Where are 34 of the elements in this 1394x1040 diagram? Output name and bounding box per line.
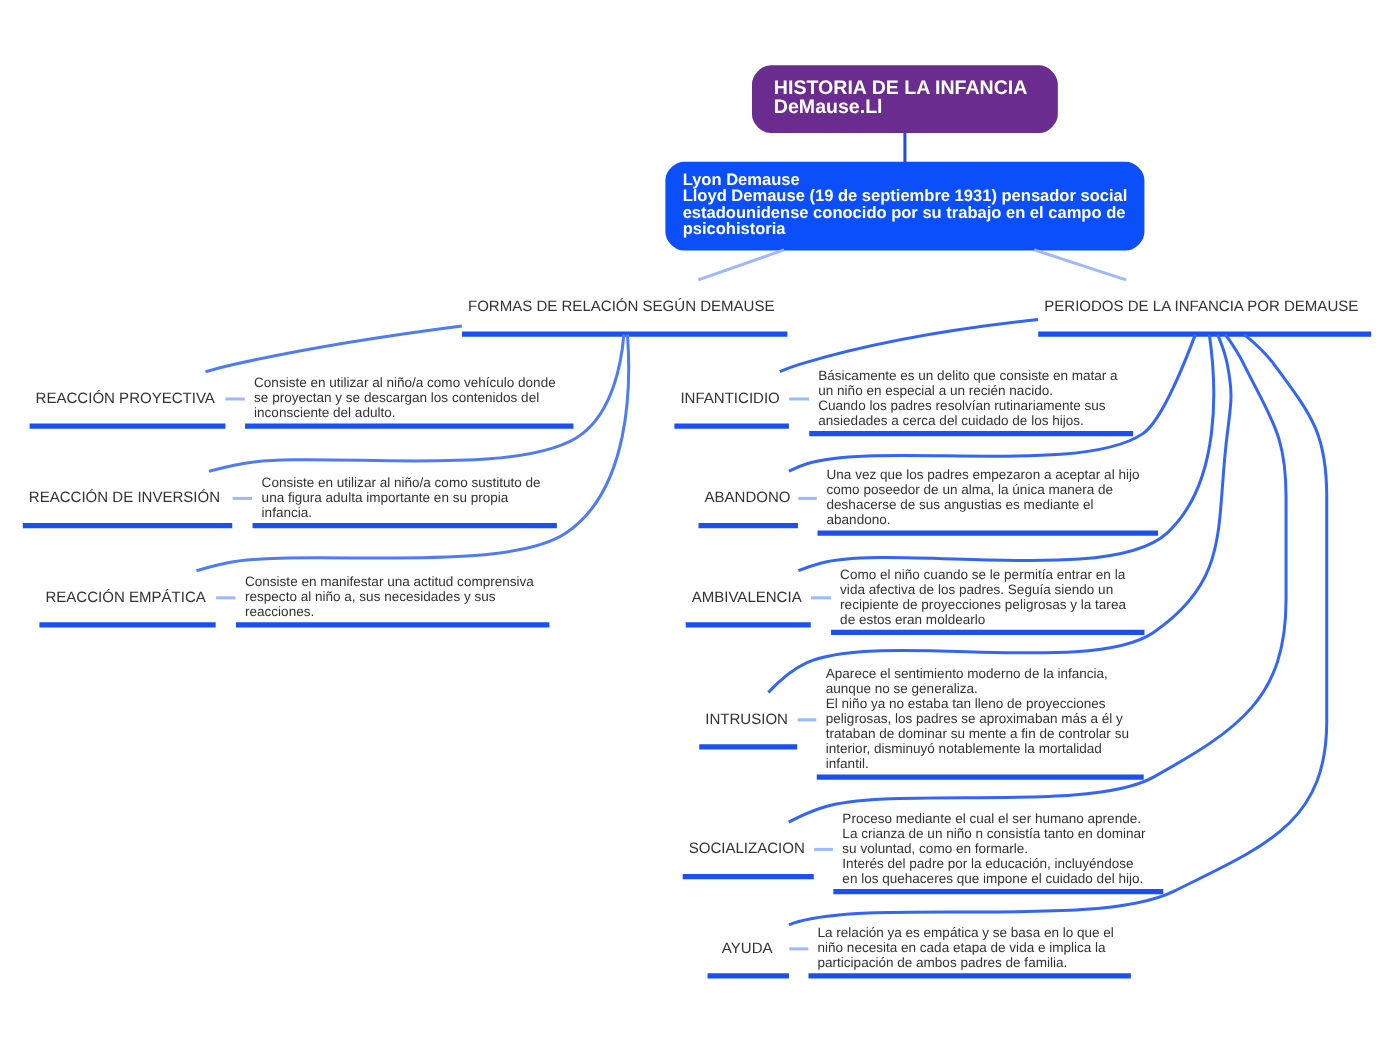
connector (789, 396, 810, 400)
node-text: INFANTICIDIO (680, 387, 780, 406)
node-text: PERIODOS DE LA INFANCIA POR DEMAUSE (1044, 295, 1359, 314)
connector (814, 846, 833, 850)
connector (216, 595, 236, 599)
connector (205, 323, 462, 373)
connector (788, 332, 1288, 823)
connector (697, 247, 785, 281)
node-text: REACCIÓN DE INVERSIÓN (28, 487, 221, 506)
connector (788, 333, 1197, 472)
connector (779, 317, 1039, 373)
node-text: REACCIÓN EMPÁTICA (45, 586, 206, 605)
connector (196, 333, 631, 572)
connector (1033, 247, 1127, 281)
node-text: INTRUSION (705, 708, 788, 727)
node-text: AMBIVALENCIA (691, 586, 802, 605)
node-text: REACCIÓN PROYECTIVA (35, 387, 215, 406)
connector (767, 333, 1233, 693)
node-box: HISTORIA DE LA INFANCIA DeMause.Ll (752, 64, 1058, 133)
connector (903, 131, 907, 162)
connector (788, 332, 1329, 926)
connector (208, 333, 626, 472)
node-text: SOCIALIZACION (688, 838, 805, 857)
connector (789, 946, 809, 950)
connector (797, 717, 817, 721)
node-text: AYUDA (721, 937, 773, 956)
node-text: FORMAS DE RELACIÓN SEGÚN DEMAUSE (468, 295, 775, 314)
node-box: Lyon Demause Lloyd Demause (19 de septiembre 1931) pensador social estadounidense conocido por su trabajo en el campo de psicohistoria (665, 160, 1145, 250)
node-text: ABANDONO (704, 487, 791, 506)
connector (797, 333, 1216, 572)
connector (798, 495, 817, 499)
connector (810, 595, 831, 599)
connector (225, 396, 245, 400)
connector (232, 495, 253, 499)
